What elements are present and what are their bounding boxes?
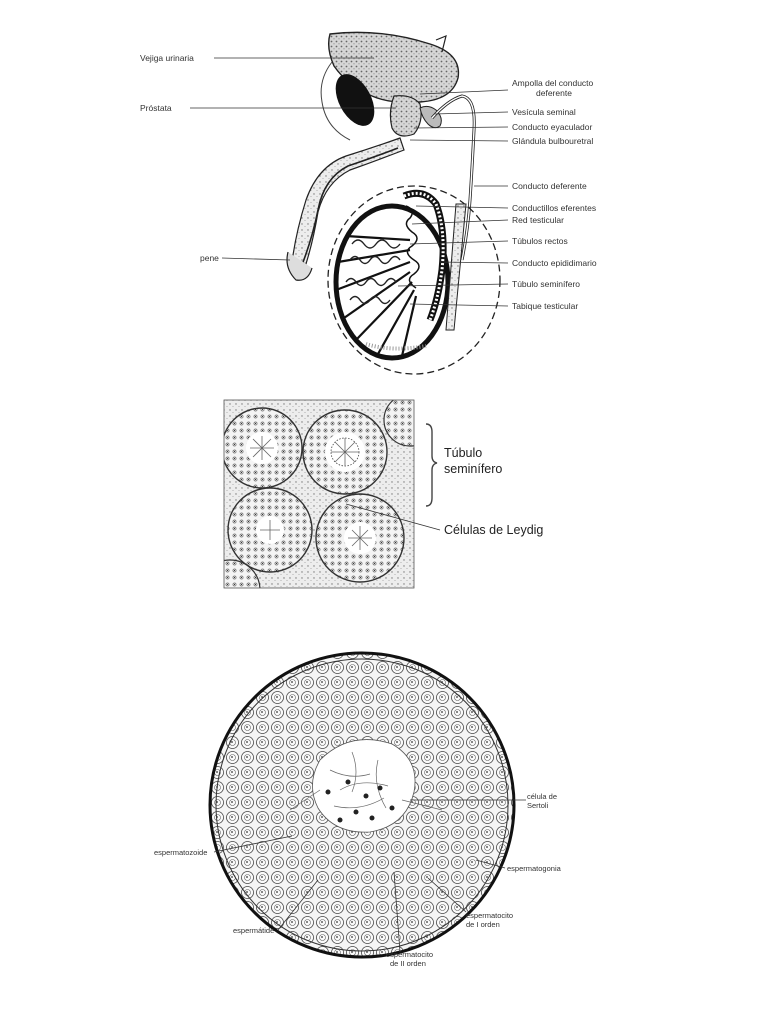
label-ampulla-line1: Ampolla del conducto (512, 78, 594, 88)
figure1-leader-lines (190, 57, 509, 307)
tubule-cross-section (227, 487, 313, 573)
label-leydig-cells: Células de Leydig (444, 523, 543, 537)
label-ampulla-line2: deferente (536, 88, 572, 98)
vas-deferens-tube (445, 203, 467, 331)
label-histology-tubule-line2: seminífero (444, 462, 502, 476)
tubule-cross-section (224, 407, 303, 489)
efferent-ductules-shape (405, 205, 420, 289)
ureter-shape (435, 35, 447, 53)
seminiferous-tubules (345, 239, 401, 305)
reproductive-system-diagram (286, 31, 501, 375)
body-outline (320, 61, 351, 141)
label-secondary-spermatocyte-line1: espermatocito (386, 950, 433, 959)
label-secondary-spermatocyte-line2: de II orden (390, 959, 426, 968)
label-bulbourethral-gland: Glándula bulbouretral (512, 136, 593, 146)
prostate-shape (389, 95, 422, 137)
label-sertoli-line1: célula de (527, 792, 557, 801)
sperm-heads (325, 779, 395, 823)
label-prostate: Próstata (140, 103, 172, 113)
pubic-bone-shape (335, 74, 375, 126)
label-penis: pene (200, 253, 219, 263)
tubule-lumen (312, 739, 416, 833)
label-straight-tubules: Túbulos rectos (512, 236, 568, 246)
tubule-bracket (425, 423, 438, 507)
label-primary-spermatocyte-line2: de I orden (466, 920, 500, 929)
label-sertoli-line2: Sertoli (527, 801, 549, 810)
label-histology-tubule-line1: Túbulo (444, 446, 482, 460)
label-spermatozoon: espermatozoide (154, 848, 207, 857)
label-seminiferous-tubule: Túbulo seminífero (512, 279, 580, 289)
label-vas-deferens: Conducto deferente (512, 181, 587, 191)
seminiferous-tubule-diagram (208, 651, 516, 959)
figure3-leader-lines (213, 799, 526, 953)
label-bladder: Vejiga urinaria (140, 53, 194, 63)
label-epididymal-duct: Conducto epididimario (512, 258, 597, 268)
label-rete-testis: Red testicular (512, 215, 564, 225)
testis-shape (333, 203, 451, 361)
label-primary-spermatocyte-line1: espermatocito (466, 911, 513, 920)
tubule-cross-section (302, 409, 388, 495)
leydig-leader (345, 503, 441, 531)
histology-section: Túbulo seminífero Células de Leydig (223, 399, 543, 589)
label-ejaculatory-duct: Conducto eyaculador (512, 122, 593, 132)
label-testicular-septum: Tabique testicular (512, 301, 578, 311)
label-efferent-ductules: Conductillos eferentes (512, 203, 596, 213)
sperm-tails (289, 751, 443, 811)
tubule-cross-section (315, 493, 405, 583)
scrotum-outline (327, 185, 501, 375)
label-spermatid: espermátide (233, 926, 274, 935)
glans-shape (286, 251, 313, 281)
label-spermatogonium: espermatogonia (507, 864, 562, 873)
label-seminal-vesicle: Vesícula seminal (512, 107, 576, 117)
